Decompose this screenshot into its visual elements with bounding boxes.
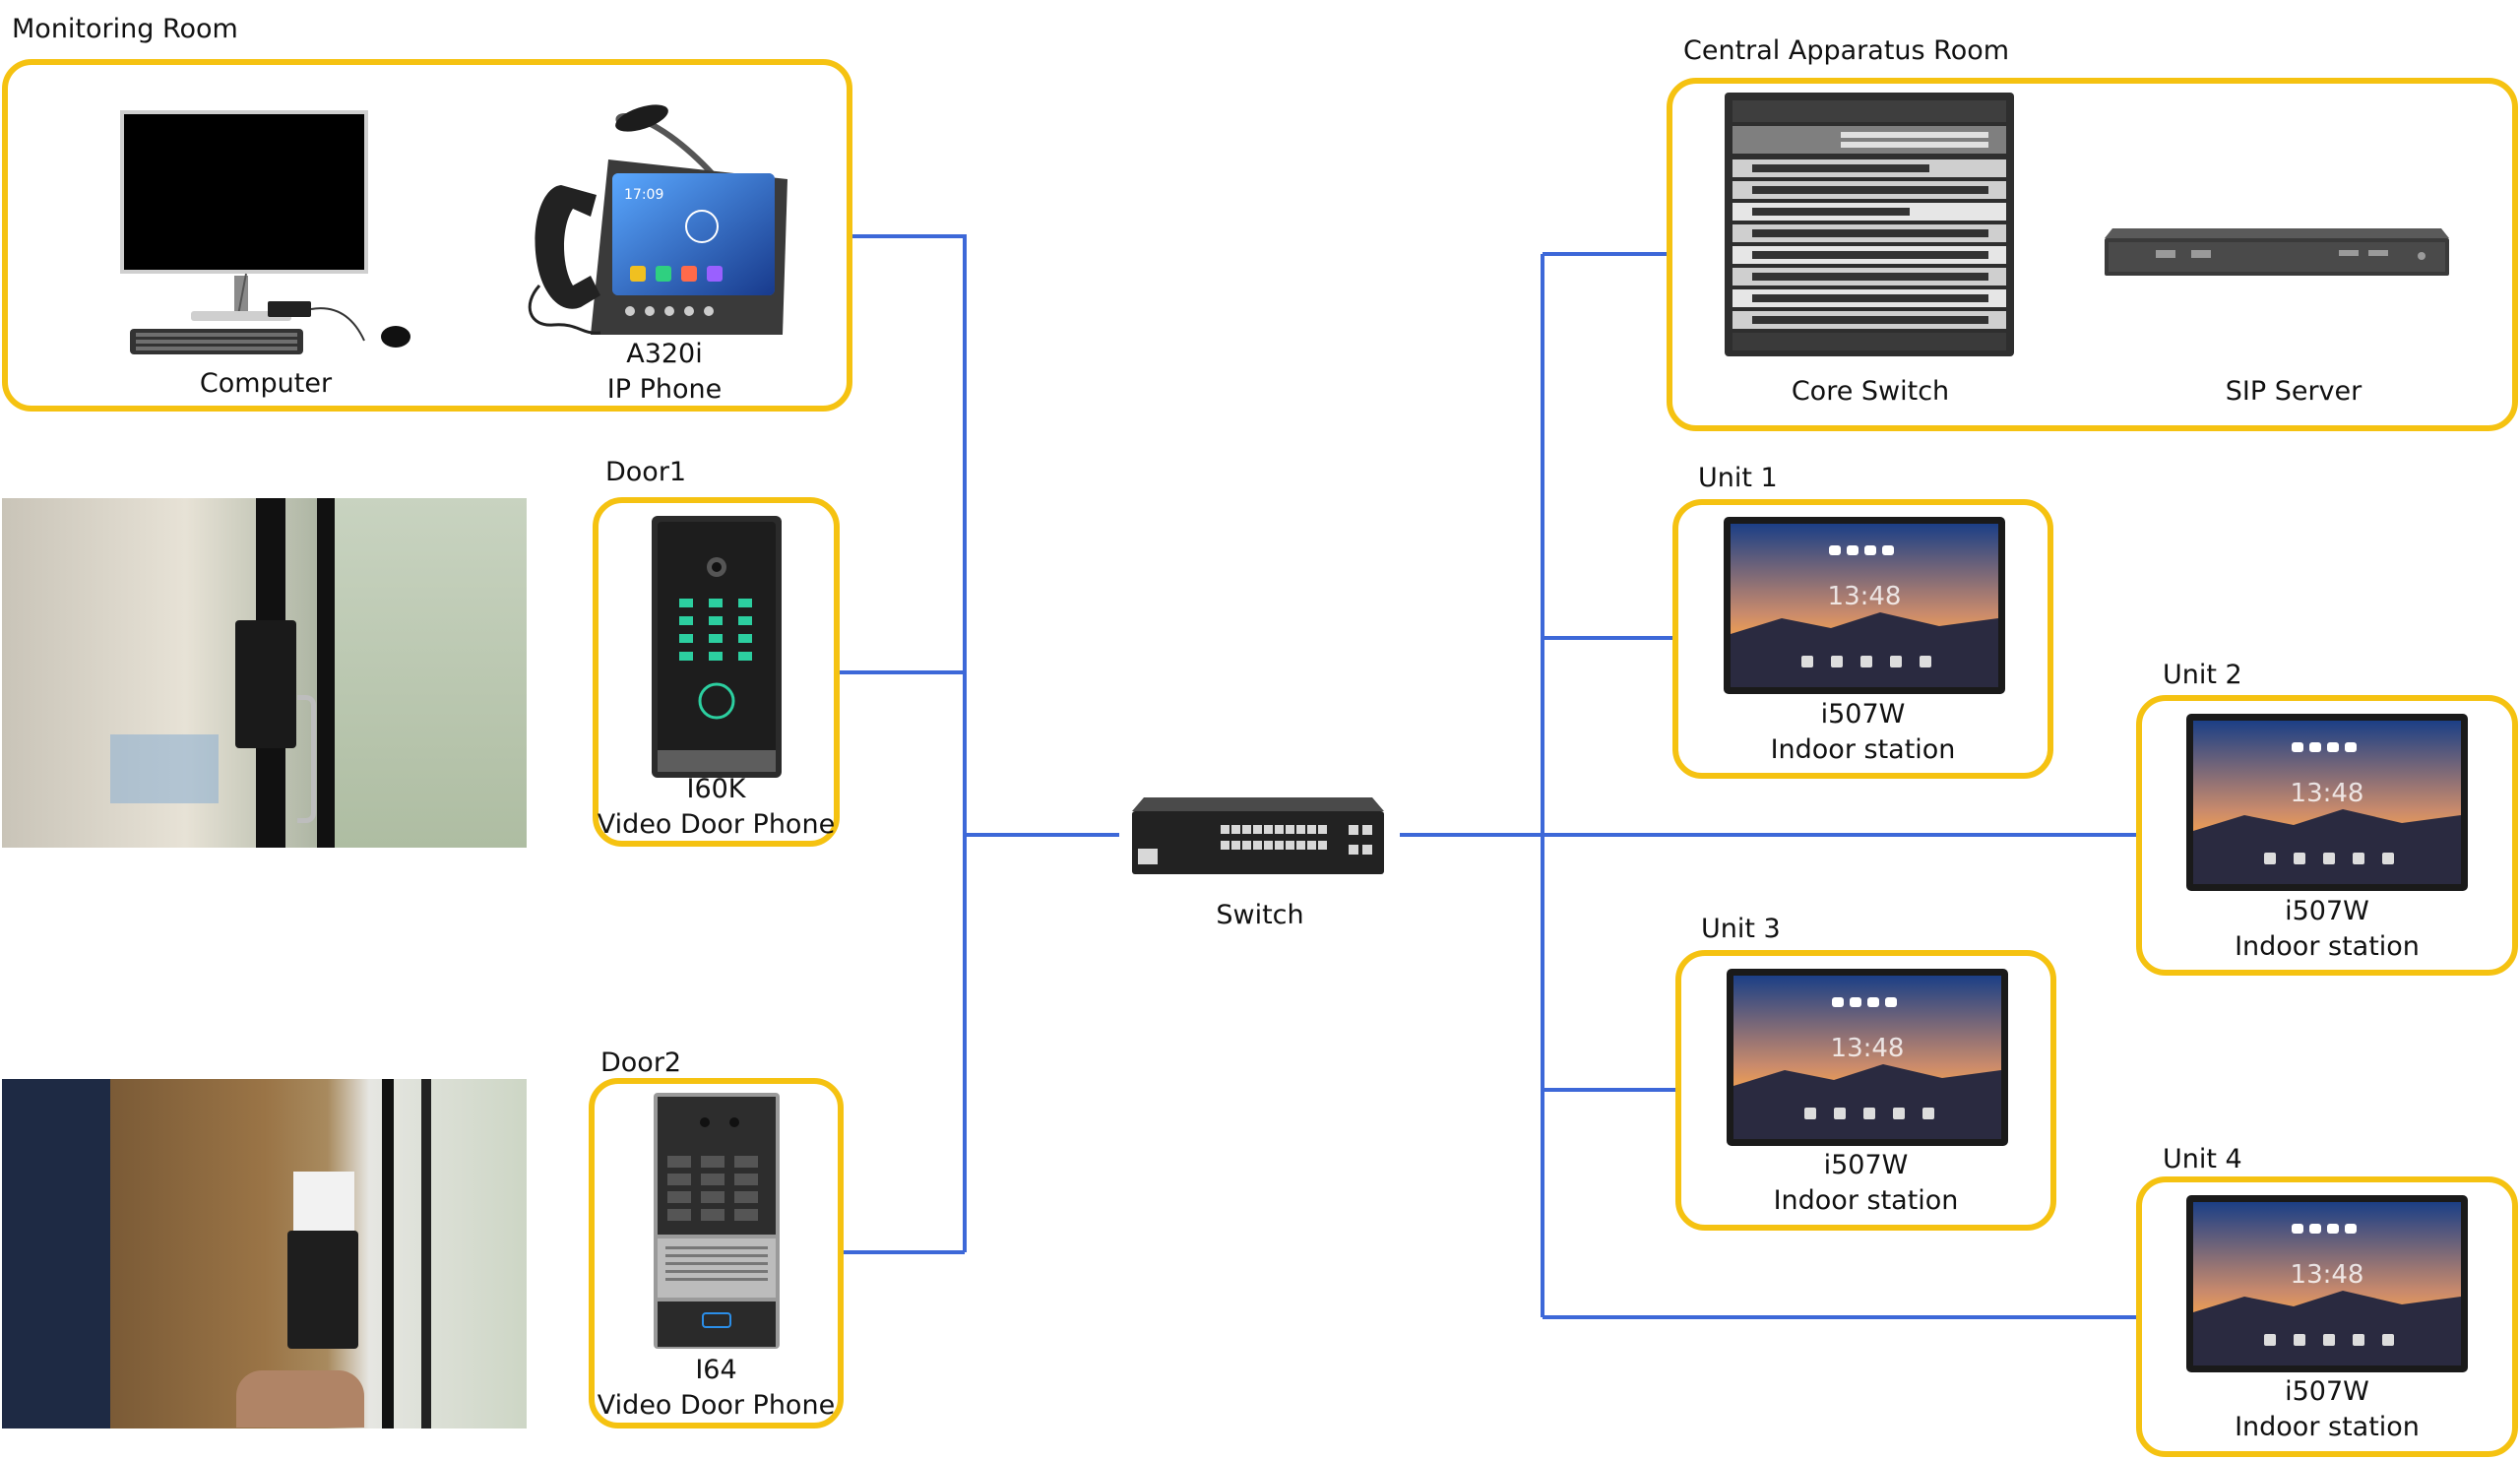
- unit1-model: i507W: [1820, 699, 1906, 730]
- unit4-screen-time: 13:48: [2291, 1260, 2364, 1290]
- door2-photo: [2, 1079, 527, 1428]
- phone-model: A320i: [626, 339, 703, 369]
- phone-type: IP Phone: [606, 374, 723, 405]
- door1-model: I60K: [686, 774, 746, 804]
- sip-server-icon: [2105, 228, 2449, 276]
- unit3-screen-time: 13:48: [1831, 1034, 1905, 1063]
- ip-phone-icon: 17:09: [528, 104, 788, 335]
- door1-photo: [2, 498, 527, 848]
- unit2-type: Indoor station: [2235, 931, 2420, 962]
- unit2-label: Unit 2: [2163, 660, 2242, 690]
- switch-icon: [1132, 797, 1384, 874]
- door2-model: I64: [695, 1355, 737, 1385]
- unit3-type: Indoor station: [1773, 1185, 1959, 1216]
- computer-icon: [120, 110, 410, 354]
- unit4-label: Unit 4: [2163, 1144, 2242, 1174]
- unit4-type: Indoor station: [2235, 1412, 2420, 1442]
- wire-monitoring-room: [852, 234, 967, 1252]
- door1-video-door-phone-icon: [652, 516, 782, 778]
- unit3-model: i507W: [1823, 1150, 1909, 1180]
- unit2-indoor-station-icon: 13:48: [2186, 714, 2468, 891]
- sip-server-caption: SIP Server: [2225, 376, 2362, 407]
- central-room-label: Central Apparatus Room: [1683, 35, 2010, 66]
- door2-label: Door2: [600, 1047, 682, 1078]
- unit4-model: i507W: [2285, 1376, 2369, 1407]
- unit3-label: Unit 3: [1701, 914, 1781, 944]
- unit2-screen-time: 13:48: [2291, 779, 2364, 808]
- unit1-screen-time: 13:48: [1828, 582, 1902, 611]
- monitoring-room-label: Monitoring Room: [12, 14, 238, 44]
- unit1-indoor-station-icon: 13:48: [1724, 517, 2005, 694]
- unit1-type: Indoor station: [1770, 734, 1956, 765]
- door2-type: Video Door Phone: [597, 1390, 836, 1421]
- door2-video-door-phone-icon: [654, 1093, 780, 1349]
- core-switch-icon: [1725, 93, 2014, 356]
- door1-label: Door1: [605, 457, 687, 487]
- switch-caption: Switch: [1216, 900, 1304, 930]
- unit1-label: Unit 1: [1698, 463, 1778, 493]
- unit3-indoor-station-icon: 13:48: [1727, 969, 2008, 1146]
- unit2-model: i507W: [2285, 896, 2369, 926]
- computer-caption: Computer: [199, 368, 333, 399]
- phone-screen-time: 17:09: [624, 187, 663, 203]
- unit4-indoor-station-icon: 13:48: [2186, 1195, 2468, 1372]
- door1-type: Video Door Phone: [597, 809, 836, 840]
- core-switch-caption: Core Switch: [1791, 376, 1950, 407]
